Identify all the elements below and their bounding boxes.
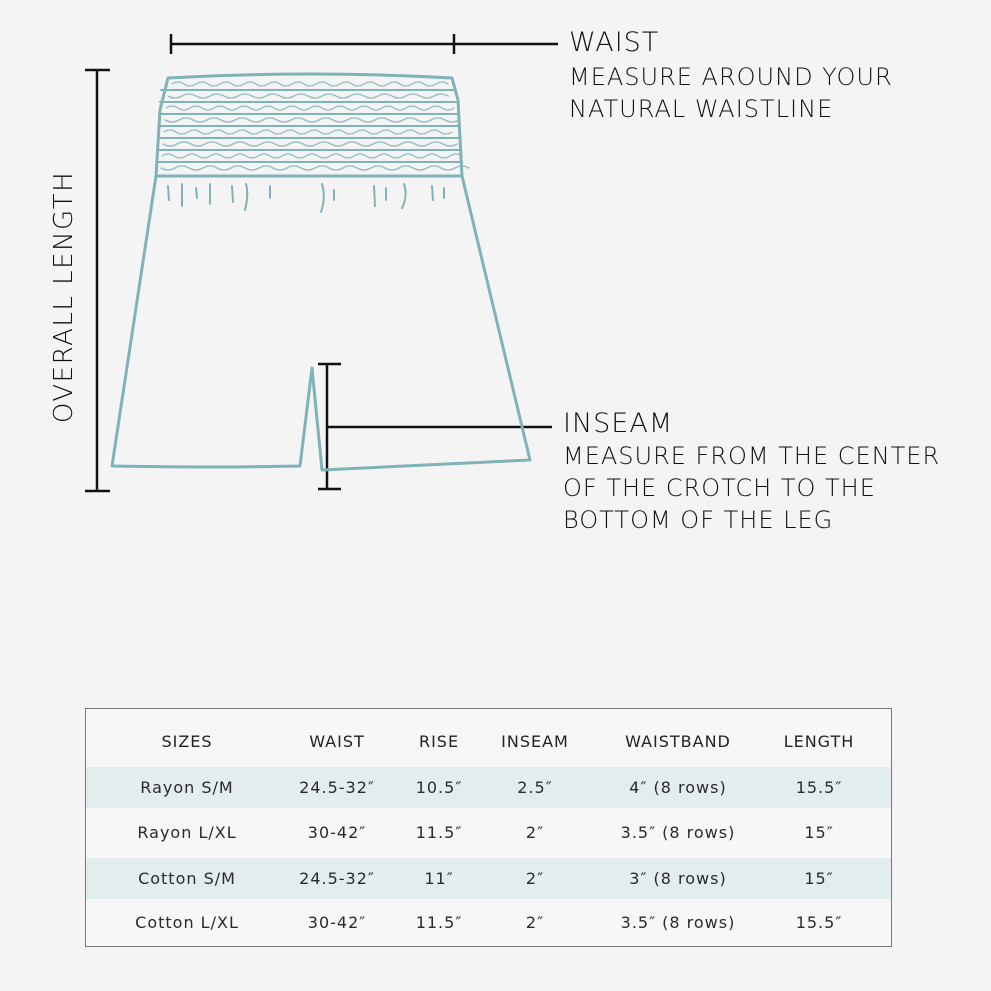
header-length: LENGTH <box>783 732 855 751</box>
cell-rise: 11.5″ <box>415 823 463 842</box>
cell-size: Rayon L/XL <box>137 823 237 842</box>
cell-inseam: 2.5″ <box>517 778 553 797</box>
inseam-description: MEASURE FROM THE CENTER OF THE CROTCH TO… <box>563 440 940 536</box>
cell-inseam: 2″ <box>525 823 545 842</box>
cell-waist: 30-42″ <box>307 823 367 842</box>
waist-label: WAIST <box>569 27 660 58</box>
cell-length: 15″ <box>804 823 834 842</box>
cell-length: 15.5″ <box>795 778 843 797</box>
header-rise: RISE <box>418 732 460 751</box>
waist-description-line: NATURAL WAISTLINE <box>569 95 834 123</box>
inseam-description-line: OF THE CROTCH TO THE <box>563 474 876 502</box>
cell-size: Rayon S/M <box>140 778 234 797</box>
cell-rise: 10.5″ <box>415 778 463 797</box>
waist-description-line: MEASURE AROUND YOUR <box>569 63 893 91</box>
cell-inseam: 2″ <box>525 913 545 932</box>
shorts-body <box>110 174 532 472</box>
cell-rise: 11″ <box>424 869 454 888</box>
cell-waistband: 3.5″ (8 rows) <box>620 823 736 842</box>
waist-measure-line <box>169 34 558 54</box>
cell-waistband: 3.5″ (8 rows) <box>620 913 736 932</box>
cell-size: Cotton S/M <box>138 869 236 888</box>
gather-marks <box>167 183 445 213</box>
inseam-description-line: BOTTOM OF THE LEG <box>563 506 834 534</box>
table-row: Rayon L/XL 30-42″ 11.5″ 2″ 3.5″ (8 rows)… <box>86 812 891 853</box>
cell-waist: 24.5-32″ <box>299 778 375 797</box>
header-sizes: SIZES <box>161 732 213 751</box>
waistband-rows <box>156 89 463 163</box>
table-header-row: SIZES WAIST RISE INSEAM WAISTBAND LENGTH <box>86 721 891 762</box>
inseam-description-line: MEASURE FROM THE CENTER <box>563 442 941 470</box>
header-inseam: INSEAM <box>501 732 569 751</box>
overall-length-label: OVERALL LENGTH <box>49 170 79 424</box>
waist-description: MEASURE AROUND YOUR NATURAL WAISTLINE <box>569 61 893 125</box>
cell-length: 15″ <box>804 869 834 888</box>
cell-inseam: 2″ <box>525 869 545 888</box>
inseam-label: INSEAM <box>563 408 674 439</box>
cell-waistband: 3″ (8 rows) <box>629 869 727 888</box>
cell-waist: 24.5-32″ <box>299 869 375 888</box>
cell-size: Cotton L/XL <box>135 913 239 932</box>
waistband <box>154 72 464 178</box>
inseam-measure-line <box>318 362 552 491</box>
table-row: Cotton L/XL 30-42″ 11.5″ 2″ 3.5″ (8 rows… <box>86 902 891 943</box>
overall-length-measure-line <box>85 68 110 493</box>
cell-length: 15.5″ <box>795 913 843 932</box>
shorts-drawing <box>110 72 532 472</box>
header-waistband: WAISTBAND <box>625 732 731 751</box>
table-row: Cotton S/M 24.5-32″ 11″ 2″ 3″ (8 rows) 1… <box>86 858 891 899</box>
table-row: Rayon S/M 24.5-32″ 10.5″ 2.5″ 4″ (8 rows… <box>86 767 891 808</box>
cell-rise: 11.5″ <box>415 913 463 932</box>
cell-waistband: 4″ (8 rows) <box>629 778 727 797</box>
header-waist: WAIST <box>309 732 365 751</box>
shorts-measurement-diagram <box>85 34 558 493</box>
cell-waist: 30-42″ <box>307 913 367 932</box>
waistband-texture <box>160 81 470 171</box>
size-chart-table: SIZES WAIST RISE INSEAM WAISTBAND LENGTH… <box>85 708 892 947</box>
